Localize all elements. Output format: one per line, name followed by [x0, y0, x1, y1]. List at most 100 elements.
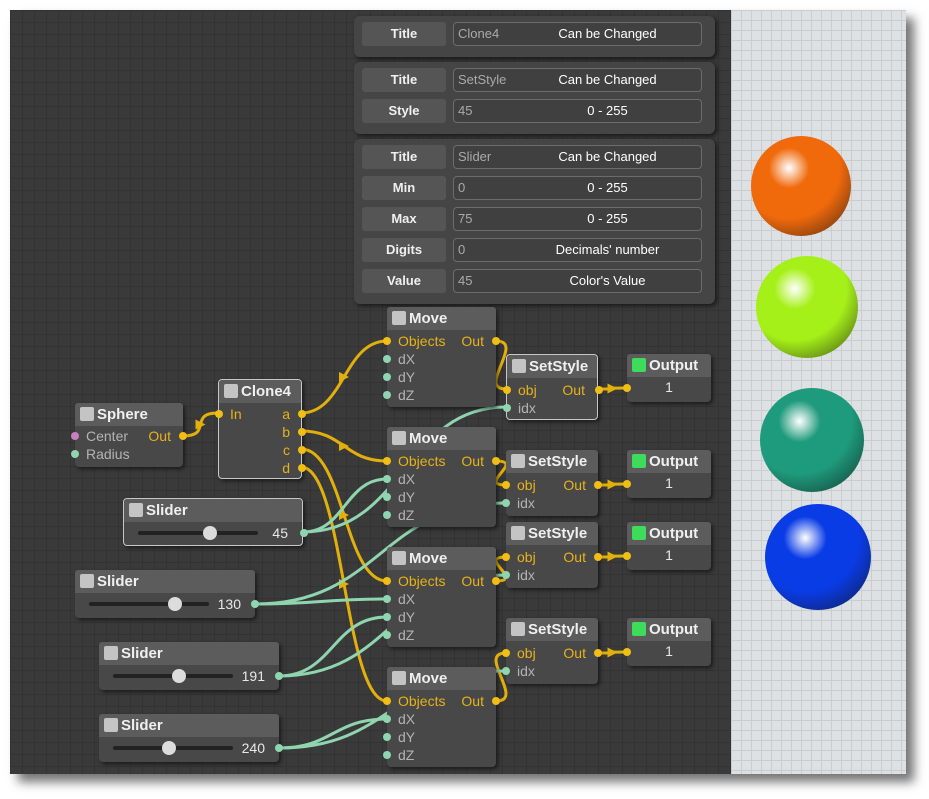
- move-input-port[interactable]: [383, 391, 391, 399]
- node-header[interactable]: SetStyle: [506, 618, 598, 641]
- setstyle-input-port[interactable]: [502, 667, 510, 675]
- property-value[interactable]: Clone4: [458, 26, 500, 41]
- output-input-port[interactable]: [623, 648, 631, 656]
- move-node-toggle[interactable]: [392, 551, 406, 565]
- output-input-port[interactable]: [623, 480, 631, 488]
- node-header[interactable]: Output: [627, 354, 711, 377]
- move-input-port[interactable]: [383, 631, 391, 639]
- output-node-toggle[interactable]: [632, 358, 646, 372]
- move-input-port[interactable]: [383, 595, 391, 603]
- slider-node-toggle[interactable]: [80, 574, 94, 588]
- setstyle-out-port[interactable]: [594, 553, 602, 561]
- move-out-port[interactable]: [492, 577, 500, 585]
- move-node-toggle[interactable]: [392, 311, 406, 325]
- output-input-port[interactable]: [623, 552, 631, 560]
- node-header[interactable]: SetStyle: [506, 522, 598, 545]
- move-input-port[interactable]: [383, 511, 391, 519]
- node-header[interactable]: Move: [387, 547, 496, 570]
- setstyle-node-toggle[interactable]: [511, 622, 525, 636]
- move-input-port[interactable]: [383, 733, 391, 741]
- property-value[interactable]: SetStyle: [458, 72, 507, 87]
- clone-output-port[interactable]: [298, 464, 306, 472]
- slider-node-toggle[interactable]: [104, 646, 118, 660]
- node-header[interactable]: Move: [387, 427, 496, 450]
- move-input-port[interactable]: [383, 457, 391, 465]
- slider-out-port[interactable]: [275, 744, 283, 752]
- node-header[interactable]: SetStyle: [507, 355, 597, 378]
- slider-out-port[interactable]: [275, 672, 283, 680]
- property-value[interactable]: 45: [458, 103, 473, 118]
- move-node-toggle[interactable]: [392, 431, 406, 445]
- node-header[interactable]: Slider: [124, 499, 302, 522]
- output-node-toggle[interactable]: [632, 526, 646, 540]
- sphere-out-port[interactable]: [179, 432, 187, 440]
- node-header[interactable]: Slider: [75, 570, 255, 593]
- output-node-toggle[interactable]: [632, 622, 646, 636]
- slider-knob[interactable]: [168, 597, 183, 611]
- output-input-port[interactable]: [623, 384, 631, 392]
- move-input-port[interactable]: [383, 373, 391, 381]
- setstyle-node-toggle[interactable]: [511, 526, 525, 540]
- center-input-port[interactable]: [71, 432, 79, 440]
- move-input-port[interactable]: [383, 493, 391, 501]
- move-input-port[interactable]: [383, 355, 391, 363]
- node-header[interactable]: Move: [387, 667, 496, 690]
- node-header[interactable]: Slider: [99, 714, 279, 737]
- move-out-port[interactable]: [492, 457, 500, 465]
- slider-knob[interactable]: [162, 741, 177, 755]
- property-value[interactable]: 45: [458, 273, 473, 288]
- move-node-toggle[interactable]: [392, 671, 406, 685]
- setstyle-input-port[interactable]: [503, 386, 511, 394]
- slider-node-toggle[interactable]: [129, 503, 143, 517]
- move-input-port[interactable]: [383, 715, 391, 723]
- slider-track[interactable]: [89, 602, 209, 606]
- node-header[interactable]: Output: [627, 618, 711, 641]
- move-input-port[interactable]: [383, 613, 391, 621]
- clone4-node-toggle[interactable]: [224, 384, 238, 398]
- node-header[interactable]: Sphere: [75, 403, 183, 426]
- move-input-port[interactable]: [383, 751, 391, 759]
- setstyle-input-port[interactable]: [502, 571, 510, 579]
- 3d-viewport[interactable]: [731, 10, 906, 774]
- sphere-node-toggle[interactable]: [80, 407, 94, 421]
- setstyle-out-port[interactable]: [594, 481, 602, 489]
- move-out-port[interactable]: [492, 337, 500, 345]
- clone-output-port[interactable]: [298, 410, 306, 418]
- slider-out-port[interactable]: [251, 600, 259, 608]
- clone-output-port[interactable]: [298, 446, 306, 454]
- move-input-port[interactable]: [383, 577, 391, 585]
- slider-track[interactable]: [138, 531, 258, 535]
- clone-in-port[interactable]: [215, 410, 223, 418]
- node-header[interactable]: Output: [627, 522, 711, 545]
- move-input-port[interactable]: [383, 697, 391, 705]
- setstyle-node-toggle[interactable]: [511, 454, 525, 468]
- slider-out-port[interactable]: [300, 529, 308, 537]
- node-header[interactable]: SetStyle: [506, 450, 598, 473]
- property-value[interactable]: 75: [458, 211, 473, 226]
- move-out-port[interactable]: [492, 697, 500, 705]
- setstyle-input-port[interactable]: [502, 553, 510, 561]
- setstyle-input-port[interactable]: [503, 404, 511, 412]
- setstyle-input-port[interactable]: [502, 499, 510, 507]
- output-node-toggle[interactable]: [632, 454, 646, 468]
- move-input-port[interactable]: [383, 337, 391, 345]
- setstyle-node-toggle[interactable]: [512, 359, 526, 373]
- slider-knob[interactable]: [172, 669, 186, 683]
